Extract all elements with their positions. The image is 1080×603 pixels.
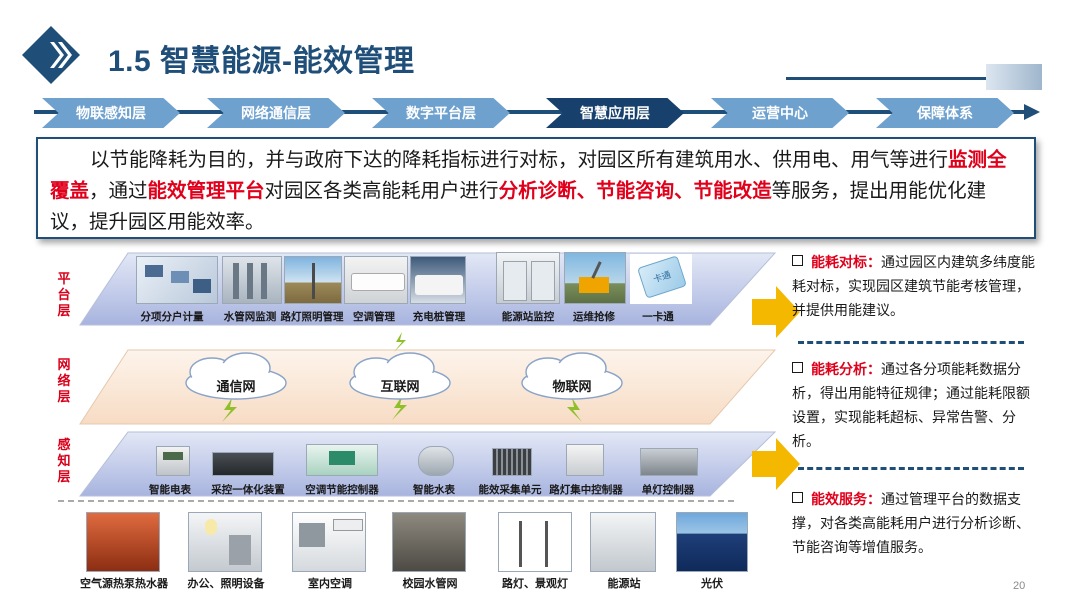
platform-item-label: 分项分户计量	[140, 311, 204, 323]
checkbox-icon	[792, 492, 803, 503]
network-item-label: 物联网	[552, 379, 592, 394]
intro-text: ，通过	[89, 180, 148, 202]
title-underline	[786, 77, 986, 80]
nav-item-platform[interactable]: 数字平台层	[372, 98, 510, 128]
intro-textbox: 以节能降耗为目的，并与政府下达的降耗指标进行对标，对园区所有建筑用水、供用电、用…	[36, 137, 1036, 239]
bottom-item-label: 路灯、景观灯	[502, 578, 568, 590]
layer-label-sensing: 感知层	[57, 437, 71, 484]
sensing-light-controller-image	[566, 444, 604, 476]
platform-air-conditioner-image	[344, 256, 408, 304]
sensing-item-label: 智能电表	[149, 484, 191, 496]
sensing-water-meter-image	[418, 446, 454, 476]
sensing-single-light-image	[640, 448, 698, 476]
layer-label-platform: 平台层	[57, 271, 71, 318]
benchmark-text: 通过园区内建筑多纬度能耗对标，实现园区建筑节能考核管理，并提供用能建议。	[792, 254, 1035, 318]
platform-item-label: 运维抢修	[573, 311, 615, 323]
platform-item-label: 空调管理	[353, 311, 395, 323]
service-block: 能效服务：通过管理平台的数据支撑，对各类高能耗用户进行分析诊断、节能咨询等增值服…	[792, 487, 1042, 559]
service-text: 通过管理平台的数据支撑，对各类高能耗用户进行分析诊断、节能咨询等增值服务。	[792, 491, 1030, 555]
network-item-label: 互联网	[380, 379, 420, 394]
bottom-item-label: 空气源热泵热水器	[80, 578, 168, 590]
nav-item-security[interactable]: 保障体系	[876, 98, 1014, 128]
platform-street-light-image	[284, 256, 342, 304]
lightning-icon	[222, 398, 237, 422]
layer-label-network: 网络层	[57, 357, 71, 404]
platform-energy-station-image	[496, 252, 560, 304]
nav-item-network[interactable]: 网络通信层	[207, 98, 345, 128]
platform-item-label: 路灯照明管理	[280, 311, 344, 323]
intro-highlight: 能效管理平台	[147, 180, 265, 202]
platform-item-label: 水管网监测	[223, 311, 277, 323]
sensing-controller-image	[212, 452, 274, 476]
checkbox-icon	[792, 362, 803, 373]
bottom-item-label: 办公、照明设备	[187, 578, 265, 590]
indoor-ac-image	[292, 512, 366, 572]
platform-card-image: 卡通	[630, 254, 692, 304]
office-lighting-image	[188, 512, 262, 572]
checkbox-icon	[792, 255, 803, 266]
sensing-collector-image	[492, 448, 532, 476]
logo-diamond-icon	[22, 26, 80, 84]
lightning-icon	[392, 396, 407, 420]
nav-item-application[interactable]: 智慧应用层	[546, 98, 684, 128]
sensing-item-label: 空调节能控制器	[305, 484, 379, 496]
nav-item-perception[interactable]: 物联感知层	[42, 98, 180, 128]
nav-item-operations[interactable]: 运营中心	[711, 98, 849, 128]
intro-text: 等服务，提出用能优化建议，提升园区用能效率。	[50, 180, 987, 233]
nav-track	[34, 110, 1034, 114]
bottom-item-label: 室内空调	[308, 578, 352, 590]
analysis-title: 能耗分析：	[811, 361, 881, 377]
platform-water-network-image	[222, 256, 282, 304]
water-network-image	[392, 512, 466, 572]
platform-metering-image	[136, 256, 218, 304]
platform-item-label: 能源站监控	[501, 311, 555, 323]
street-light-image	[498, 512, 572, 572]
sensing-item-label: 采控一体化装置	[211, 484, 285, 496]
benchmark-title: 能耗对标：	[811, 254, 881, 270]
title-accent-block	[986, 64, 1042, 90]
page-number: 20	[1013, 580, 1026, 592]
platform-charging-pile-image	[410, 256, 466, 304]
benchmark-block: 能耗对标：通过园区内建筑多纬度能耗对标，实现园区建筑节能考核管理，并提供用能建议…	[792, 250, 1042, 322]
page-title: 1.5 智慧能源-能效管理	[108, 45, 415, 78]
dashed-divider	[798, 341, 1024, 344]
energy-station-image	[590, 512, 656, 572]
analysis-block: 能耗分析：通过各分项能耗数据分析，得出用能特征规律；通过能耗限额设置，实现能耗超…	[792, 357, 1042, 453]
platform-item-label: 一卡通	[642, 311, 674, 323]
sensing-item-label: 路灯集中控制器	[549, 484, 623, 496]
platform-item-label: 充电桩管理	[412, 311, 466, 323]
sensing-item-label: 智能水表	[413, 484, 455, 496]
bottom-item-label: 光伏	[701, 578, 723, 590]
sensing-ac-controller-image	[306, 444, 378, 476]
intro-highlight: 分析诊断、节能咨询、节能改造	[498, 180, 772, 202]
bottom-item-label: 校园水管网	[402, 578, 458, 590]
service-title: 能效服务：	[811, 491, 881, 507]
card-tag: 卡通	[637, 255, 687, 299]
solar-panel-image	[676, 512, 748, 572]
heat-pump-image	[86, 512, 160, 572]
intro-highlight: 监测全覆盖	[50, 149, 1007, 202]
intro-text: 对园区各类高能耗用户进行	[264, 180, 499, 202]
analysis-text: 通过各分项能耗数据分析，得出用能特征规律；通过能耗限额设置，实现能耗超标、异常告…	[792, 361, 1030, 449]
lightning-icon	[567, 398, 582, 422]
nav-arrow-icon	[1024, 104, 1040, 120]
lightning-icon	[394, 332, 406, 352]
bottom-item-label: 能源站	[607, 578, 641, 590]
dashed-divider	[798, 467, 1024, 470]
sensing-smart-meter-image	[156, 446, 190, 476]
network-item-label: 通信网	[216, 379, 256, 394]
intro-text: 以节能降耗为目的，并与政府下达的降耗指标进行对标，对园区所有建筑用水、供用电、用…	[90, 149, 949, 171]
sensing-item-label: 能效采集单元	[478, 484, 542, 496]
platform-maintenance-image	[564, 252, 626, 304]
sensing-item-label: 单灯控制器	[641, 484, 695, 496]
